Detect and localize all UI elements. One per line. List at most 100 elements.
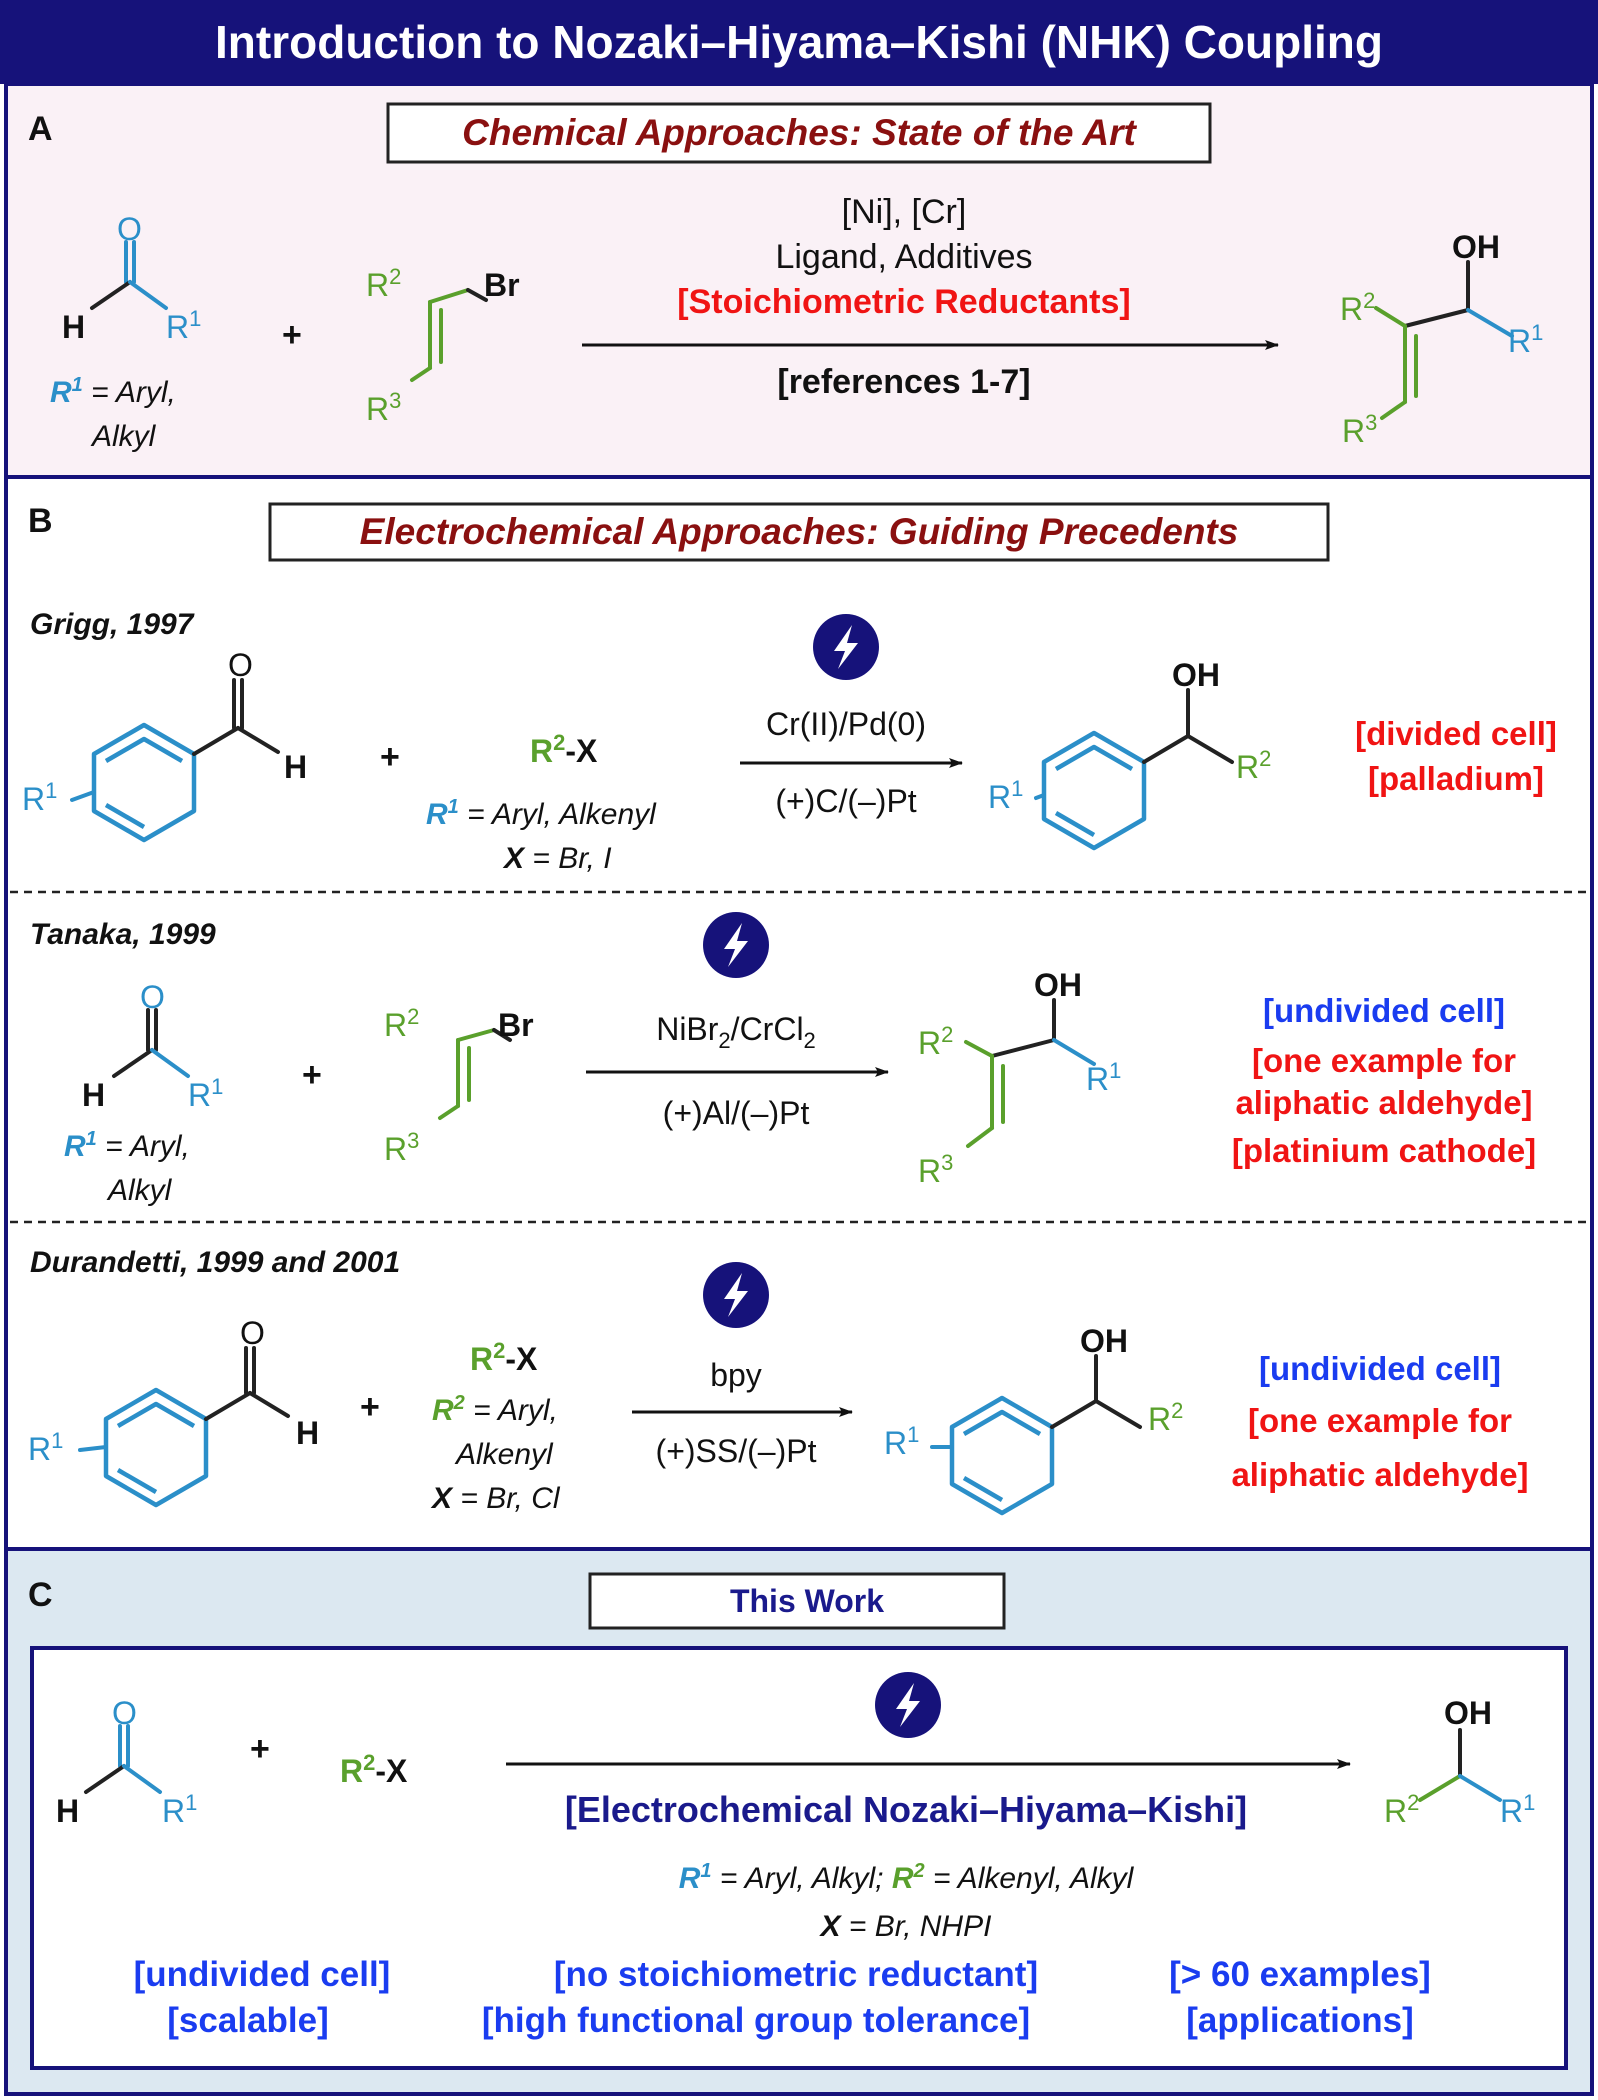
durandetti-author: Durandetti, 1999 and 2001 bbox=[30, 1246, 400, 1279]
r1-label: R1 bbox=[22, 778, 57, 817]
bromine-label: Br bbox=[484, 267, 520, 303]
durandetti-catalyst: bpy bbox=[710, 1357, 762, 1393]
panel-c-heading: This Work bbox=[730, 1583, 884, 1619]
grigg-r1-definition: R1 = Aryl, Alkenyl bbox=[426, 796, 657, 831]
grigg-note-1: [divided cell] bbox=[1355, 715, 1557, 752]
tanaka-note-1: [undivided cell] bbox=[1263, 992, 1505, 1029]
plus-sign: + bbox=[360, 1388, 380, 1426]
hydrogen-label: H bbox=[296, 1415, 319, 1451]
r3-label: R3 bbox=[1342, 410, 1377, 449]
tanaka-note-2: [one example for bbox=[1252, 1042, 1516, 1079]
feature-no-reductant: [no stoichiometric reductant] bbox=[554, 1955, 1038, 1994]
r1-label: R1 bbox=[162, 1790, 197, 1829]
tanaka-electrodes: (+)Al/(–)Pt bbox=[663, 1095, 810, 1131]
r1-label: R1 bbox=[188, 1074, 223, 1113]
alkenyl-bromide-reactant: R2 Br R3 bbox=[366, 264, 520, 427]
r1-label: R1 bbox=[988, 776, 1023, 815]
durandetti-note-1: [undivided cell] bbox=[1259, 1350, 1501, 1387]
grigg-catalyst: Cr(II)/Pd(0) bbox=[766, 706, 926, 742]
tanaka-catalyst: NiBr2/CrCl2 bbox=[656, 1011, 816, 1053]
this-work-organohalide: R2-X bbox=[340, 1750, 408, 1789]
oxygen-label: O bbox=[117, 211, 142, 247]
tanaka-note-4: [platinium cathode] bbox=[1232, 1132, 1536, 1169]
this-work-aldehyde: O H R1 bbox=[56, 1695, 197, 1829]
r1-definition-line2: Alkyl bbox=[90, 420, 157, 453]
r3-label: R3 bbox=[384, 1128, 419, 1167]
grigg-organohalide: R2-X R1 = Aryl, Alkenyl X = Br, I bbox=[426, 730, 657, 875]
panel-a-condition-1: [Ni], [Cr] bbox=[842, 193, 967, 231]
r2-label: R2 bbox=[1236, 746, 1271, 785]
r2-label: R2 bbox=[918, 1022, 953, 1061]
hydrogen-label: H bbox=[62, 309, 85, 345]
r1-label: R1 bbox=[884, 1422, 919, 1461]
svg-text:R2-X: R2-X bbox=[530, 730, 598, 769]
r3-label: R3 bbox=[366, 388, 401, 427]
r1-definition: R1 = Aryl, bbox=[50, 374, 176, 409]
feature-examples: [> 60 examples] bbox=[1169, 1955, 1431, 1994]
electricity-lightning-icon bbox=[813, 614, 879, 680]
panel-a-letter: A bbox=[28, 110, 53, 148]
this-work-x-definition: X = Br, NHPI bbox=[819, 1910, 992, 1943]
r1-label: R1 bbox=[1508, 320, 1543, 359]
durandetti-organohalide: R2-X R2 = Aryl, Alkenyl X = Br, Cl bbox=[430, 1338, 561, 1515]
r1-label: R1 bbox=[1086, 1058, 1121, 1097]
panel-a-heading: Chemical Approaches: State of the Art bbox=[462, 112, 1137, 153]
panel-b-letter: B bbox=[28, 502, 53, 540]
feature-scalable: [scalable] bbox=[167, 2001, 328, 2040]
plus-sign: + bbox=[380, 738, 400, 776]
oxygen-label: O bbox=[240, 1315, 265, 1351]
r1-label: R1 bbox=[166, 306, 201, 345]
hydrogen-label: H bbox=[82, 1077, 105, 1113]
this-work-box bbox=[30, 1646, 1568, 2070]
svg-text:R2-X: R2-X bbox=[470, 1338, 538, 1377]
hydrogen-label: H bbox=[56, 1793, 79, 1829]
grigg-author: Grigg, 1997 bbox=[30, 608, 195, 641]
title-bar bbox=[0, 0, 1598, 84]
grigg-aldehyde: O H R1 bbox=[22, 647, 307, 843]
tanaka-alkenyl-bromide: R2 Br R3 bbox=[384, 1004, 534, 1167]
this-work-product: OH R2 R1 bbox=[1384, 1695, 1535, 1829]
feature-fg-tolerance: [high functional group tolerance] bbox=[482, 2001, 1030, 2040]
plus-sign: + bbox=[282, 316, 302, 354]
plus-sign: + bbox=[250, 1730, 270, 1768]
tanaka-product: OH R2 R1 R3 bbox=[918, 967, 1121, 1189]
panel-a-condition-2: Ligand, Additives bbox=[775, 238, 1032, 276]
panel-a-reference: [references 1-7] bbox=[777, 363, 1030, 401]
panel-c-heading-box bbox=[588, 1572, 1006, 1630]
feature-applications: [applications] bbox=[1186, 2001, 1414, 2040]
electricity-lightning-icon bbox=[875, 1672, 941, 1738]
panel-b bbox=[4, 475, 1594, 1551]
hydroxyl-label: OH bbox=[1034, 967, 1082, 1003]
durandetti-electrodes: (+)SS/(–)Pt bbox=[656, 1433, 817, 1469]
durandetti-aldehyde: O H R1 bbox=[28, 1315, 319, 1508]
grigg-product: OH R2 R1 bbox=[988, 657, 1271, 851]
tanaka-note-3: aliphatic aldehyde] bbox=[1235, 1084, 1532, 1121]
electricity-lightning-icon bbox=[703, 1262, 769, 1328]
hydroxyl-label: OH bbox=[1452, 229, 1500, 265]
r2-label: R2 bbox=[1384, 1790, 1419, 1829]
electricity-lightning-icon bbox=[703, 912, 769, 978]
hydroxyl-label: OH bbox=[1080, 1323, 1128, 1359]
tanaka-aldehyde: O H R1 R1 = Aryl, Alkyl bbox=[64, 979, 223, 1207]
r1-label: R1 bbox=[28, 1428, 63, 1467]
grigg-electrodes: (+)C/(–)Pt bbox=[775, 783, 916, 819]
oxygen-label: O bbox=[140, 979, 165, 1015]
this-work-reaction-name: [Electrochemical Nozaki–Hiyama–Kishi] bbox=[565, 1789, 1247, 1830]
panel-a-product: OH R2 R1 R3 bbox=[1340, 229, 1543, 449]
hydroxyl-label: OH bbox=[1444, 1695, 1492, 1731]
aldehyde-reactant: O H R1 R1 = Aryl, Alkyl bbox=[50, 211, 201, 453]
panel-b-heading-box bbox=[268, 502, 1330, 562]
durandetti-r2-definition: R2 = Aryl, bbox=[432, 1392, 558, 1427]
tanaka-author: Tanaka, 1999 bbox=[30, 918, 216, 951]
feature-undivided-cell: [undivided cell] bbox=[134, 1955, 391, 1994]
r2-label: R2 bbox=[1148, 1398, 1183, 1437]
r2-label: R2 bbox=[1340, 288, 1375, 327]
bromine-label: Br bbox=[498, 1007, 534, 1043]
panel-a-heading-box bbox=[386, 102, 1212, 164]
tanaka-r1-definition: R1 = Aryl, bbox=[64, 1128, 190, 1163]
panel-b-heading: Electrochemical Approaches: Guiding Prec… bbox=[360, 511, 1239, 552]
hydroxyl-label: OH bbox=[1172, 657, 1220, 693]
durandetti-product: OH R2 R1 bbox=[884, 1323, 1183, 1516]
figure-title: Introduction to Nozaki–Hiyama–Kishi (NHK… bbox=[215, 16, 1383, 68]
